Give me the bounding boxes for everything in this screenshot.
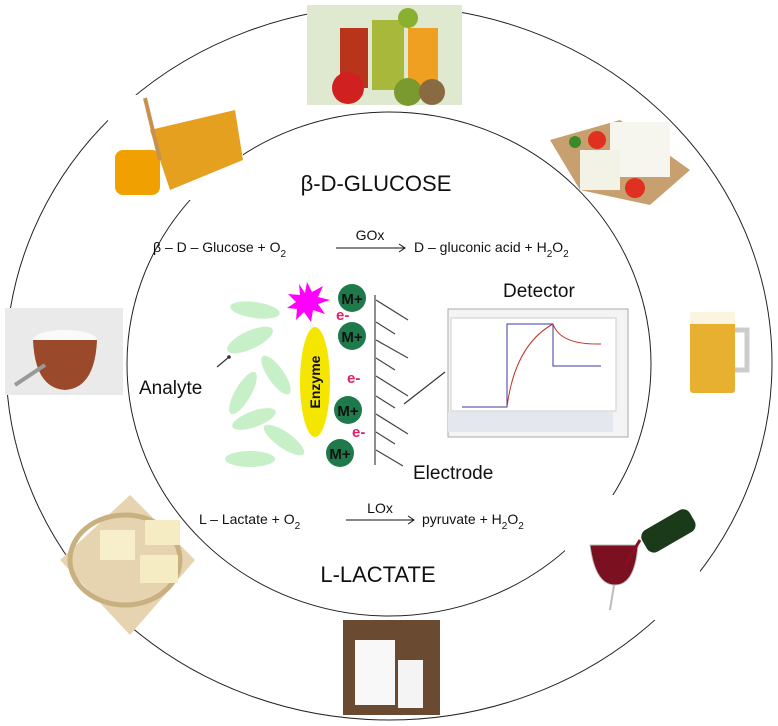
analyte-pointer	[216, 356, 230, 368]
svg-text:e-: e-	[347, 370, 360, 387]
beer-mug-image	[690, 312, 750, 393]
svg-text:L – Lactate + O2: L – Lactate + O2	[199, 511, 301, 532]
glucose-equation: β – D – Glucose + O2 GOx D – gluconic ac…	[153, 227, 569, 260]
svg-text:e-: e-	[336, 307, 349, 324]
analyte-label: Analyte	[139, 378, 202, 399]
analyte-molecules	[225, 301, 305, 467]
milk-image	[343, 620, 440, 715]
glucose-title: β-D-GLUCOSE	[301, 171, 452, 196]
red-wine-image	[565, 495, 700, 620]
inner-circle	[126, 111, 652, 617]
svg-text:M+: M+	[341, 329, 362, 346]
mediators: M+ M+ M+ M+	[326, 284, 366, 467]
svg-text:LOx: LOx	[367, 500, 393, 516]
detector-pointer	[403, 371, 446, 405]
svg-text:M+: M+	[337, 403, 358, 420]
svg-text:M+: M+	[341, 291, 362, 308]
svg-text:M+: M+	[329, 446, 350, 463]
electrode-label: Electrode	[413, 463, 493, 484]
svg-text:D – gluconic acid + H2O2: D – gluconic acid + H2O2	[414, 239, 569, 260]
honey-image	[108, 95, 243, 200]
yogurt-pot-image	[5, 308, 123, 395]
lactate-title: L-LACTATE	[320, 562, 435, 587]
lactate-equation: L – Lactate + O2 LOx pyruvate + H2O2	[199, 500, 524, 532]
electrons: e- e- e-	[336, 307, 365, 441]
detector-label: Detector	[503, 281, 575, 302]
svg-text:pyruvate + H2O2: pyruvate + H2O2	[422, 511, 524, 532]
enzyme	[300, 327, 330, 437]
detector-screen	[447, 308, 629, 438]
svg-text:GOx: GOx	[356, 227, 385, 243]
svg-text:β – D – Glucose + O2: β – D – Glucose + O2	[153, 239, 287, 260]
reaction-burst	[287, 282, 330, 322]
cheese-tomato-image	[550, 120, 690, 205]
svg-text:e-: e-	[352, 424, 365, 441]
juice-image	[307, 5, 462, 106]
electrode	[374, 295, 409, 467]
enzyme-label: Enzyme	[307, 355, 323, 408]
cheese-board-image	[60, 495, 195, 635]
